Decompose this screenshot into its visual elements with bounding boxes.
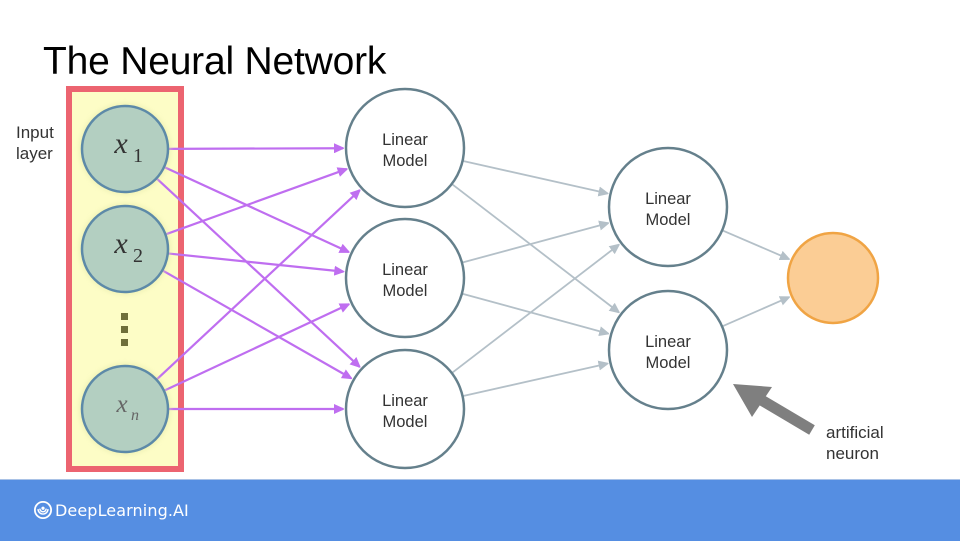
- input-node-x2-sub: 2: [133, 245, 143, 267]
- hidden2-node-1: Linear Model: [607, 146, 729, 268]
- hidden1-node-3-line2: Model: [383, 413, 428, 431]
- input-node-x1: x 1: [79, 103, 171, 195]
- input-node-xn: x n: [79, 363, 171, 455]
- edge-hidden1-1-hidden2-2: [451, 183, 619, 312]
- hidden2-node-2-line2: Model: [646, 354, 691, 372]
- edge-input2-hidden1-2: [167, 252, 344, 271]
- footer-bar: DeepLearning.AI: [0, 479, 960, 541]
- hidden2-node-2: Linear Model: [607, 289, 729, 411]
- input-layer-label-line1: Input: [16, 123, 54, 142]
- edge-hidden1-3-hidden2-2: [462, 364, 608, 397]
- input-node-x2-var: x: [113, 227, 128, 260]
- hidden1-node-3-line1: Linear: [382, 392, 428, 410]
- input-to-hidden1-edges: [155, 148, 360, 409]
- output-neuron: [786, 231, 880, 325]
- input-ellipsis: [121, 313, 128, 346]
- slide-title: The Neural Network: [43, 40, 387, 83]
- hidden2-node-1-line2: Model: [646, 211, 691, 229]
- edge-hidden1-3-hidden2-1: [451, 245, 619, 374]
- hidden1-node-2-line1: Linear: [382, 261, 428, 279]
- edge-input3-hidden1-1: [155, 190, 359, 381]
- edge-hidden2-1-output: [721, 229, 789, 259]
- artificial-neuron-label-line2: neuron: [826, 444, 879, 463]
- edge-input2-hidden1-3: [161, 269, 351, 378]
- hidden-edges: [451, 160, 789, 397]
- hidden1-node-2-line2: Model: [383, 282, 428, 300]
- edge-input1-hidden1-2: [163, 165, 349, 254]
- pointer-arrow-icon: [733, 384, 815, 435]
- hidden1-node-1: Linear Model: [344, 87, 466, 209]
- brand-name: DeepLearning.AI: [55, 500, 189, 520]
- brand: DeepLearning.AI: [34, 498, 189, 522]
- edge-hidden2-2-output: [721, 297, 789, 328]
- edge-input3-hidden1-2: [163, 303, 349, 392]
- input-node-x1-var: x: [113, 127, 128, 160]
- input-layer-label-line2: layer: [16, 144, 53, 163]
- hidden2-node-2-line1: Linear: [645, 333, 691, 351]
- input-node-xn-var: x: [115, 391, 127, 418]
- edge-hidden1-2-hidden2-1: [461, 223, 608, 264]
- neural-network-diagram: x 1 x 2 x n Linear Model Linear Model Li…: [66, 86, 880, 472]
- artificial-neuron-label: artificial neuron: [826, 422, 884, 464]
- input-layer-label: Input layer: [16, 122, 54, 164]
- edge-hidden1-1-hidden2-1: [462, 160, 608, 194]
- edge-input1-hidden1-1: [167, 148, 343, 149]
- edge-hidden1-2-hidden2-2: [461, 292, 608, 334]
- hidden1-node-3: Linear Model: [344, 348, 466, 470]
- edge-input2-hidden1-1: [165, 169, 346, 236]
- deeplearning-ai-logo-icon: [34, 501, 52, 519]
- artificial-neuron-label-line1: artificial: [826, 423, 884, 442]
- hidden2-node-1-line1: Linear: [645, 190, 691, 208]
- input-node-x2: x 2: [79, 203, 171, 295]
- edge-input1-hidden1-3: [155, 177, 360, 367]
- hidden1-node-2: Linear Model: [344, 217, 466, 339]
- input-node-xn-sub: n: [131, 407, 139, 424]
- hidden1-node-1-line2: Model: [383, 152, 428, 170]
- hidden1-node-1-line1: Linear: [382, 131, 428, 149]
- input-node-x1-sub: 1: [133, 145, 143, 167]
